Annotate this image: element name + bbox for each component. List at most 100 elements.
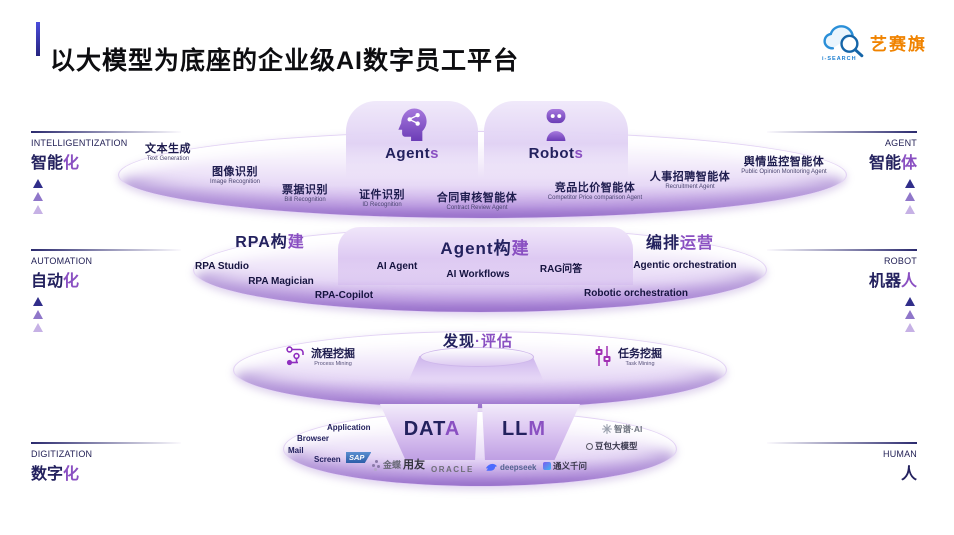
kingdee-logo-icon — [372, 460, 381, 469]
robots-column: Robots — [484, 101, 628, 179]
platform-intelligentization — [118, 131, 847, 219]
item-agentic-orchestration: Agentic orchestration — [633, 260, 737, 271]
divider-line — [767, 131, 917, 133]
discovery-pedestal-top — [420, 347, 534, 367]
side-label-zh-accent: 化 — [63, 155, 80, 172]
llm-label: LLM — [501, 418, 547, 440]
up-arrows — [31, 297, 191, 332]
item-rpa-copilot: RPA-Copilot — [314, 290, 374, 301]
platform-digitization — [283, 411, 677, 487]
up-arrows — [31, 179, 191, 214]
side-label-agent: AGENT 智能体 — [757, 131, 917, 214]
data-label: DATA — [403, 418, 461, 440]
process-mining-block: 流程挖掘 Process Mining — [285, 345, 355, 367]
zhipu-logo: 智谱·AI — [602, 423, 642, 435]
side-label-en: ROBOT — [883, 256, 917, 266]
cloud-search-logo-icon — [823, 25, 864, 58]
side-label-zh-accent: 体 — [900, 155, 917, 172]
side-label-zh: 智能 — [31, 155, 64, 172]
yonyou-logo-text: 用友 — [403, 459, 425, 471]
section-rpa-build: RPA构建 — [235, 234, 305, 251]
doubao-logo-text: 豆包大模型 — [595, 441, 638, 451]
agent-build-trapezoid — [338, 227, 633, 285]
side-label-robot: ROBOT 机器人 — [757, 249, 917, 332]
yonyou-logo: 用友 — [403, 456, 425, 472]
doubao-icon — [586, 442, 593, 450]
item-rpa-studio: RPA Studio — [195, 261, 249, 272]
agent-head-icon — [398, 108, 427, 141]
side-label-zh-accent: 化 — [63, 273, 80, 290]
up-triangle-icon — [33, 192, 43, 201]
up-triangle-icon — [905, 179, 915, 188]
up-arrows — [757, 297, 917, 332]
task-mining-sublabel: Task Mining — [625, 361, 655, 367]
side-label-zh-accent: 化 — [63, 466, 80, 483]
up-triangle-icon — [905, 310, 915, 319]
up-triangle-icon — [905, 297, 915, 306]
robots-label: Robots — [528, 145, 584, 162]
source-application: Application — [327, 423, 371, 432]
oracle-logo: ORACLE — [431, 465, 474, 474]
deepseek-logo-text: deepseek — [500, 462, 537, 472]
source-browser: Browser — [297, 434, 330, 443]
side-label-en: AGENT — [884, 138, 917, 148]
side-label-digitization: DIGITIZATION 数字化 — [31, 442, 191, 484]
up-arrows — [757, 179, 917, 214]
section-agent-build: Agent构建 — [440, 239, 530, 258]
brand-logo: i-SEARCH 艺赛旗 — [820, 22, 950, 66]
side-label-en: DIGITIZATION — [31, 449, 93, 459]
side-label-zh: 智能 — [868, 155, 901, 172]
tongyi-logo: 通义千问 — [543, 460, 587, 472]
item-rag-qa: RAG问答 — [539, 264, 583, 275]
side-label-zh: 数字 — [31, 466, 64, 483]
agents-label: Agents — [385, 145, 439, 162]
source-screen: Screen — [314, 455, 341, 464]
doubao-logo: 豆包大模型 — [586, 440, 638, 452]
item-ai-workflows: AI Workflows — [446, 269, 510, 280]
up-triangle-icon — [33, 310, 43, 319]
page-title: 以大模型为底座的企业级AI数字员工平台 — [50, 46, 520, 75]
tongyi-logo-text: 通义千问 — [553, 461, 588, 471]
divider-line — [31, 131, 181, 133]
divider-line — [31, 442, 181, 444]
process-mining-sublabel: Process Mining — [314, 361, 352, 367]
logo-brand-name: 艺赛旗 — [870, 35, 927, 54]
robot-icon — [546, 109, 566, 141]
side-label-intelligentization: INTELLIGENTIZATION 智能化 — [31, 131, 191, 214]
zhipu-logo-text: 智谱·AI — [614, 424, 643, 434]
kingdee-logo: 金蝶 — [372, 458, 401, 471]
divider-line — [767, 249, 917, 251]
logo-subtext: i-SEARCH — [822, 56, 857, 62]
up-triangle-icon — [905, 192, 915, 201]
side-label-zh-accent: 人 — [900, 273, 917, 290]
up-triangle-icon — [905, 323, 915, 332]
kingdee-logo-text: 金蝶 — [383, 460, 402, 470]
side-label-en: HUMAN — [883, 449, 917, 459]
side-label-zh: 自动 — [31, 273, 64, 290]
task-mining-label: 任务挖掘 — [618, 348, 662, 360]
side-label-en: INTELLIGENTIZATION — [31, 138, 128, 148]
item-ai-agent: AI Agent — [376, 261, 418, 272]
side-label-automation: AUTOMATION 自动化 — [31, 249, 191, 332]
zhipu-icon — [602, 424, 612, 434]
section-orchestration-ops: 编排运营 — [645, 235, 715, 252]
side-label-zh: 人 — [900, 466, 917, 483]
oracle-logo-text: ORACLE — [431, 465, 474, 474]
side-label-zh: 机器 — [868, 273, 901, 290]
source-mail: Mail — [288, 446, 304, 455]
up-triangle-icon — [33, 323, 43, 332]
item-robotic-orchestration: Robotic orchestration — [584, 288, 688, 299]
task-mining-icon — [595, 346, 611, 366]
divider-line — [767, 442, 917, 444]
process-mining-label: 流程挖掘 — [311, 348, 355, 360]
side-label-en: AUTOMATION — [31, 256, 93, 266]
whale-icon — [485, 463, 498, 471]
